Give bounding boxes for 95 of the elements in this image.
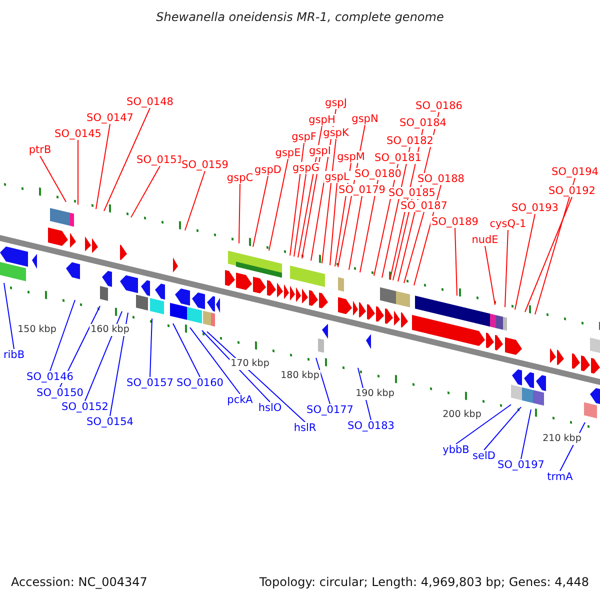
gene-label: SO_0145: [54, 128, 102, 140]
leader-line: [268, 158, 288, 252]
leader-line: [238, 184, 240, 244]
leader-line: [206, 331, 306, 422]
gene-label: gspG: [292, 162, 320, 174]
gene-label: pckA: [226, 394, 254, 406]
leader-line: [290, 142, 304, 256]
gene-label: SO_0181: [374, 152, 422, 164]
leader-line: [404, 212, 424, 284]
gene-label: gspJ: [324, 97, 348, 109]
leader-line: [104, 108, 150, 212]
gene-label: SO_0183: [346, 420, 396, 432]
leader-line: [316, 357, 330, 404]
gene-label: SO_0197: [496, 459, 546, 471]
gene-label: SO_0177: [306, 404, 354, 416]
leader-line: [252, 176, 268, 248]
leader-line: [60, 306, 100, 388]
gene-label: gspH: [308, 114, 336, 126]
genome-info-text: Topology: circular; Length: 4,969,803 bp; Genes: 4,448: [258, 576, 590, 588]
gene-label: cysQ-1: [488, 218, 528, 230]
scale-label: 160 kbp: [90, 324, 130, 336]
leader-line: [202, 330, 270, 402]
gene-label: gspC: [226, 172, 254, 184]
gene-label: SO_0193: [510, 202, 560, 214]
gene-label: SO_0146: [26, 371, 74, 383]
gene-label: selD: [472, 450, 496, 462]
leader-line: [190, 327, 240, 394]
scale-label: 200 kbp: [442, 408, 482, 421]
leader-line: [172, 323, 200, 378]
gene-label: SO_0157: [126, 377, 174, 389]
leader-line: [524, 196, 572, 312]
gene-label: SO_0160: [176, 377, 224, 389]
gene-label: gspK: [322, 127, 350, 139]
leader-line: [454, 228, 458, 296]
leader-line: [484, 246, 496, 306]
leader-line: [514, 214, 536, 310]
accession-text: Accession: NC_004347: [10, 576, 148, 588]
gene-label: SO_0194: [550, 166, 600, 178]
leader-line: [150, 318, 152, 378]
scale-label: 190 kbp: [354, 388, 396, 400]
gene-label: gspL: [324, 171, 350, 183]
leader-line: [4, 282, 14, 350]
gene-label: SO_0189: [430, 216, 480, 228]
gene-label: SO_0179: [338, 184, 386, 196]
gene-label: hslR: [292, 422, 318, 434]
gene-label: nudE: [470, 234, 500, 246]
leader-line: [294, 174, 306, 258]
gene-label: SO_0180: [354, 168, 402, 180]
leader-line: [110, 312, 128, 416]
leader-line: [130, 166, 160, 218]
scale-label: 210 kbp: [542, 432, 582, 445]
gene-label: SO_0184: [398, 117, 448, 129]
gene-label: SO_0192: [548, 185, 596, 197]
leader-line: [298, 126, 322, 258]
gene-label: gspF: [290, 131, 318, 143]
scale-label: 170 kbp: [230, 358, 270, 370]
leader-line: [484, 406, 522, 450]
leader-line: [96, 124, 110, 210]
leader-line: [40, 156, 66, 202]
gene-label: gspD: [254, 164, 282, 176]
gene-label: SO_0187: [400, 200, 448, 212]
leader-line: [360, 180, 378, 273]
gene-label: ybbB: [442, 444, 470, 456]
gene-label: gspM: [336, 151, 366, 163]
leader-line: [456, 404, 512, 444]
gene-label: gspN: [350, 113, 380, 125]
leader-line: [534, 178, 576, 315]
gene-label: SO_0150: [36, 387, 84, 399]
leader-line: [322, 138, 336, 264]
leader-line: [348, 196, 362, 270]
leader-line: [330, 182, 338, 266]
leader-line: [504, 230, 508, 308]
gene-label: SO_0147: [86, 112, 134, 124]
leader-line: [302, 156, 320, 259]
gene-label: ptrB: [28, 144, 52, 156]
gene-label: SO_0148: [126, 96, 174, 108]
gene-label: SO_0182: [386, 135, 434, 147]
leader-line: [520, 408, 532, 460]
gene-label: hslO: [257, 402, 283, 414]
gene-label: SO_0185: [388, 187, 436, 199]
leader-line: [84, 310, 122, 402]
leader-line: [184, 170, 206, 231]
gene-label: SO_0154: [86, 416, 134, 428]
gene-label: SO_0152: [60, 401, 110, 413]
gene-label: SO_0188: [416, 173, 466, 185]
leader-line: [50, 300, 76, 372]
gene-label: gspE: [274, 147, 302, 159]
gene-label: SO_0186: [414, 100, 464, 112]
title: Shewanella oneidensis MR-1, complete genome: [155, 11, 445, 23]
gene-label: SO_0159: [180, 159, 230, 171]
scale-label: 150 kbp: [16, 324, 58, 336]
gene-label: gspI: [308, 145, 332, 157]
gene-label: ribB: [2, 349, 26, 361]
scale-label: 180 kbp: [280, 370, 320, 382]
gene-label: trmA: [546, 471, 574, 483]
